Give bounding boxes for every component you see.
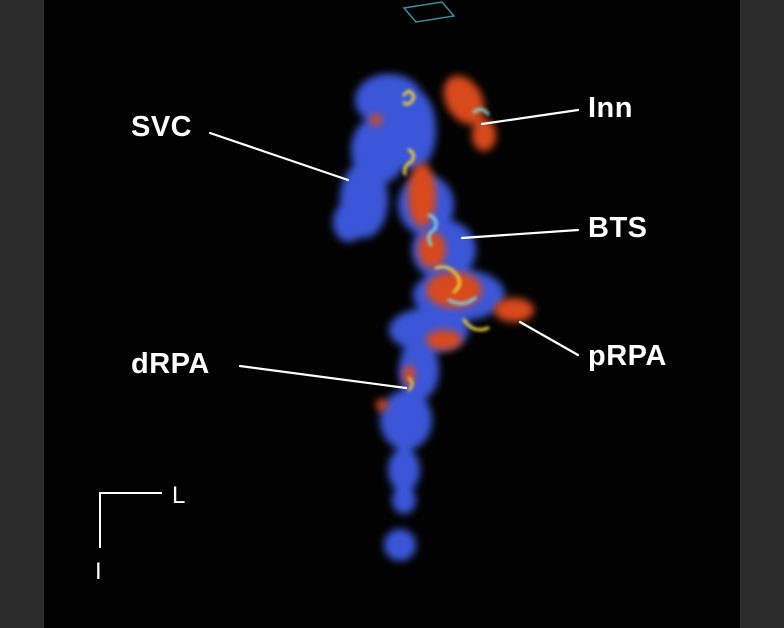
- flow-render: [99, 1, 580, 561]
- aliasing-highlights: [402, 90, 490, 392]
- label-prpa: pRPA: [588, 340, 667, 372]
- top-artifact: [402, 1, 456, 23]
- orientation-left-label: L: [172, 482, 186, 509]
- label-inn: Inn: [588, 92, 633, 124]
- leader-inn: [480, 108, 580, 126]
- doppler-view: SVC Inn BTS dRPA pRPA L I: [44, 0, 740, 628]
- leader-prpa: [518, 320, 580, 357]
- label-drpa: dRPA: [131, 348, 210, 380]
- leader-lines: [208, 108, 580, 390]
- label-bts: BTS: [588, 212, 648, 244]
- label-svc: SVC: [131, 111, 193, 143]
- leader-svc: [208, 131, 350, 182]
- leader-drpa: [238, 364, 408, 390]
- leader-bts: [460, 228, 580, 240]
- orientation-inferior-label: I: [95, 558, 103, 585]
- orientation-marker: [99, 492, 162, 548]
